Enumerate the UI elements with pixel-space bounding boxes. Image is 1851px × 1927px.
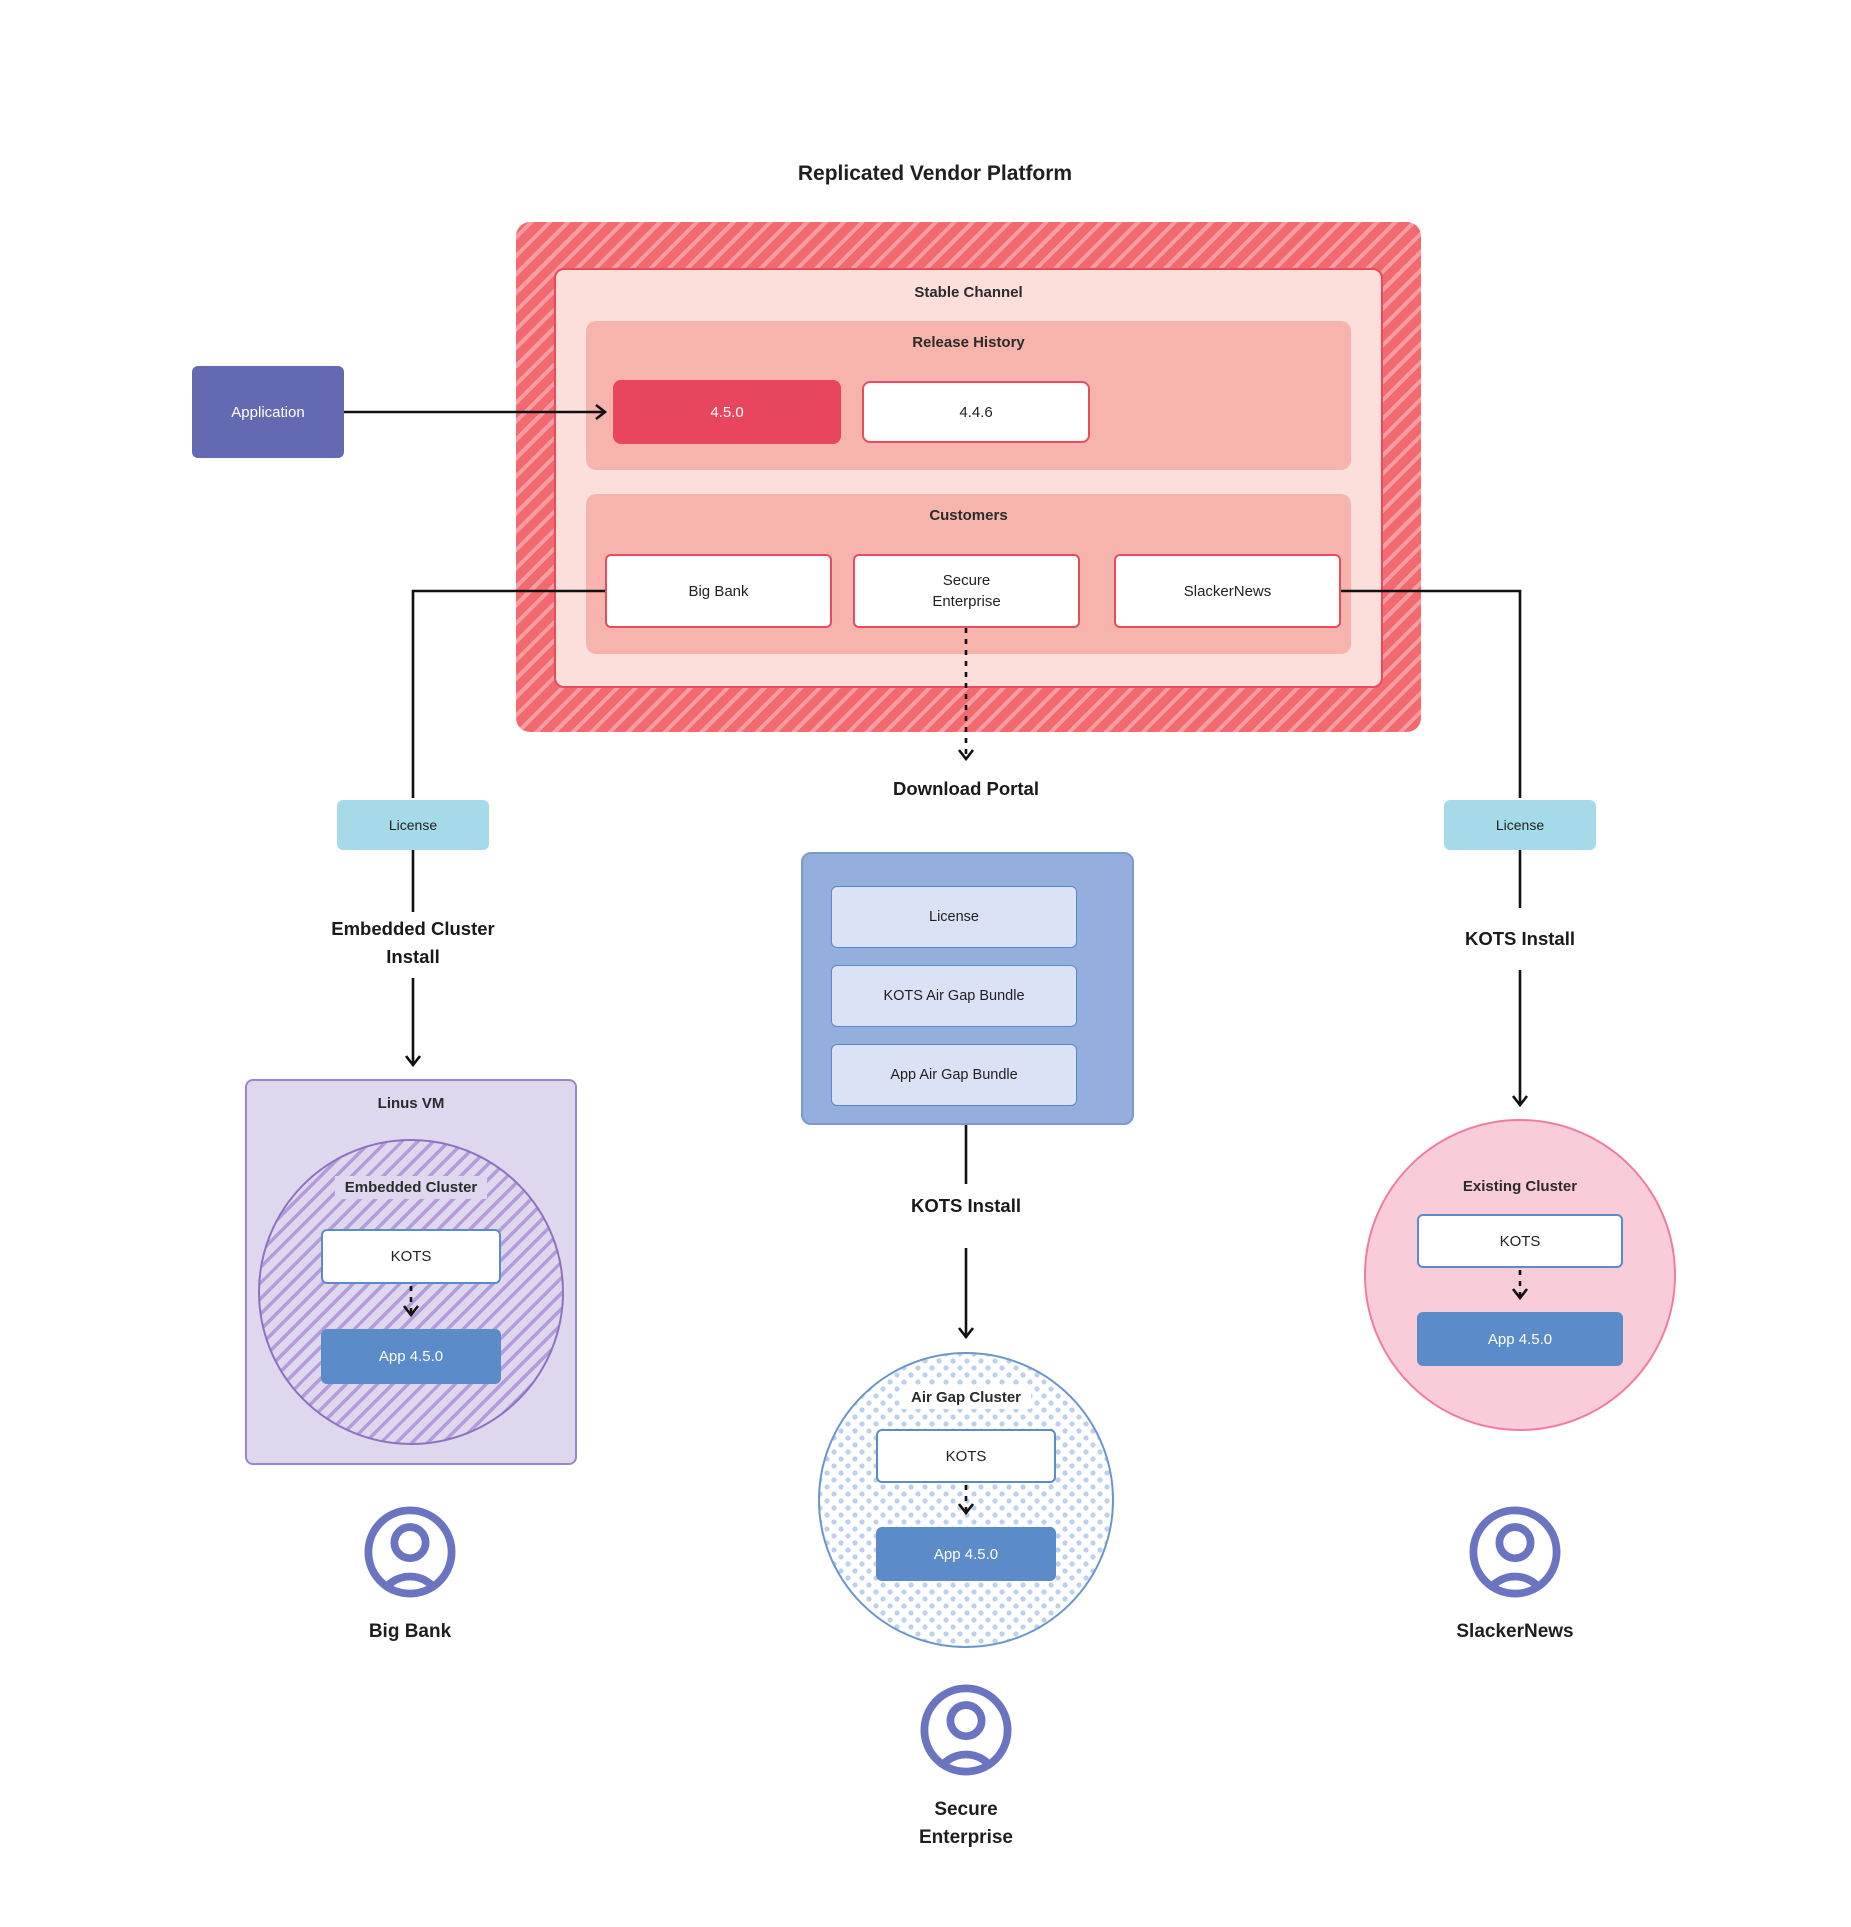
user-icon-ring [364, 1506, 456, 1598]
customer-slackernews: SlackerNews [1114, 554, 1341, 628]
portal-item-app-bundle: App Air Gap Bundle [831, 1044, 1077, 1106]
release-version-previous: 4.4.6 [862, 381, 1090, 443]
release-version-previous-label: 4.4.6 [959, 403, 993, 421]
page-title: Replicated Vendor Platform [797, 162, 1073, 185]
app-box-mid: App 4.5.0 [876, 1527, 1056, 1581]
portal-item-app-bundle-label: App Air Gap Bundle [890, 1067, 1018, 1083]
app-left-label: App 4.5.0 [378, 1348, 444, 1365]
kots-install-label-right: KOTS Install [1465, 928, 1575, 949]
user-icon-head [946, 1701, 986, 1741]
customer-big-bank-label: Big Bank [688, 582, 749, 600]
application-label: Application [231, 403, 305, 421]
existing-cluster-circle [1364, 1119, 1676, 1431]
linus-vm-label: Linus VM [377, 1095, 445, 1112]
license-left-label: License [388, 817, 438, 833]
license-right-label: License [1495, 817, 1545, 833]
user-icon-ring [920, 1684, 1012, 1776]
app-mid-label: App 4.5.0 [933, 1545, 999, 1563]
portal-item-kots-bundle: KOTS Air Gap Bundle [831, 965, 1077, 1027]
customer-secure-enterprise: Secure Enterprise [853, 554, 1080, 628]
kots-box-right: KOTS [1417, 1214, 1623, 1268]
release-version-current: 4.5.0 [613, 380, 841, 444]
app-box-left: App 4.5.0 [321, 1329, 501, 1384]
big-bank-user-label: Big Bank [368, 1621, 452, 1642]
user-icon-ring [1469, 1506, 1561, 1598]
release-history-label: Release History [912, 334, 1025, 351]
stable-channel-label: Stable Channel [914, 284, 1023, 301]
portal-item-kots-bundle-label: KOTS Air Gap Bundle [883, 988, 1025, 1004]
release-version-current-label: 4.5.0 [710, 403, 744, 421]
user-icon-head [1495, 1523, 1535, 1563]
embedded-cluster-label-wrap: Embedded Cluster [258, 1176, 564, 1199]
air-gap-cluster-label-wrap: Air Gap Cluster [818, 1386, 1114, 1409]
user-icon [364, 1506, 456, 1598]
license-box-right: License [1444, 800, 1596, 850]
embedded-cluster-install-label: Embedded Cluster Install [331, 918, 495, 967]
existing-cluster-label: Existing Cluster [1462, 1178, 1578, 1195]
kots-left-label: KOTS [390, 1248, 432, 1265]
embedded-cluster-label: Embedded Cluster [334, 1176, 488, 1199]
kots-box-mid: KOTS [876, 1429, 1056, 1483]
slackernews-user-label: SlackerNews [1456, 1621, 1574, 1642]
kots-mid-label: KOTS [945, 1447, 987, 1465]
license-box-left: License [337, 800, 489, 850]
portal-item-license-label: License [929, 909, 979, 925]
user-icon [1469, 1506, 1561, 1598]
kots-right-label: KOTS [1499, 1232, 1541, 1250]
kots-box-left: KOTS [321, 1229, 501, 1284]
portal-item-license: License [831, 886, 1077, 948]
customers-label: Customers [929, 507, 1008, 524]
app-right-label: App 4.5.0 [1487, 1330, 1553, 1348]
customer-secure-enterprise-label: Secure Enterprise [932, 572, 1001, 610]
air-gap-cluster-label: Air Gap Cluster [900, 1386, 1032, 1409]
customer-big-bank: Big Bank [605, 554, 832, 628]
secure-enterprise-user-label: Secure Enterprise [919, 1799, 1013, 1848]
app-box-right: App 4.5.0 [1417, 1312, 1623, 1366]
user-icon [920, 1684, 1012, 1776]
application-box: Application [192, 366, 344, 458]
download-portal-title: Download Portal [893, 778, 1039, 799]
customer-slackernews-label: SlackerNews [1183, 582, 1272, 600]
kots-install-label-mid: KOTS Install [911, 1195, 1021, 1216]
user-icon-head [390, 1523, 430, 1563]
